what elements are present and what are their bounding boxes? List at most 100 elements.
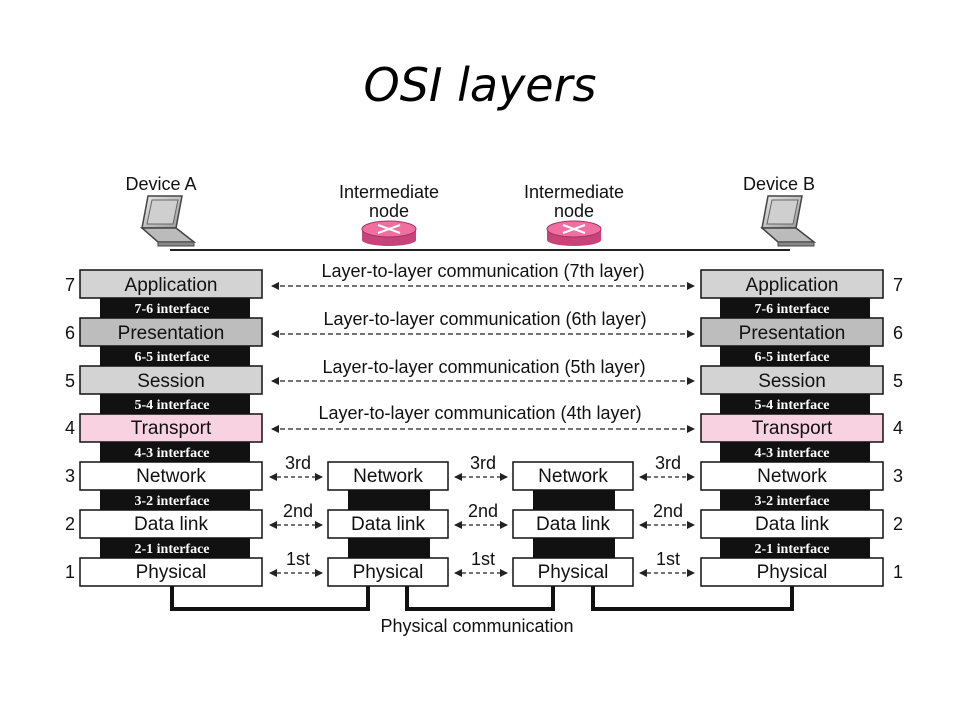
layer-name: Network [136, 466, 206, 487]
physical-link [405, 586, 555, 611]
interface-bar [100, 442, 250, 462]
layer-number: 1 [65, 562, 75, 582]
interface-label: 2-1 interface [754, 542, 829, 557]
device-a-laptop-icon [140, 195, 197, 247]
layer-number: 3 [65, 466, 75, 486]
layer-name: Physical [136, 562, 207, 583]
interface-label: 3-2 interface [134, 494, 209, 509]
page-title: OSI layers [363, 58, 597, 112]
layer-number: 1 [893, 562, 903, 582]
hop-label: 2nd [468, 501, 498, 521]
layer-name: Application [746, 275, 839, 296]
layer-name: Presentation [739, 323, 846, 344]
node-connector [348, 488, 430, 510]
layer-name: Data link [755, 514, 829, 535]
node-connector [533, 536, 615, 558]
node1-label-line2: node [369, 201, 409, 221]
layer-name: Transport [131, 418, 212, 439]
hop-label: 1st [286, 549, 310, 569]
interface-bar [720, 442, 870, 462]
layer-number: 6 [65, 323, 75, 343]
layer-number: 5 [893, 371, 903, 391]
hop-label: 2nd [283, 501, 313, 521]
interface-bar [100, 490, 250, 510]
router-icon [361, 220, 417, 246]
layer-number: 2 [893, 514, 903, 534]
layer-box-network-node1 [327, 461, 449, 491]
layer-box-network-b [700, 461, 884, 491]
layer-box-datalink-a [79, 509, 263, 539]
device-a-label: Device A [125, 174, 196, 194]
hop-label: 2nd [653, 501, 683, 521]
node-connector [348, 536, 430, 558]
interface-label: 2-1 interface [134, 542, 209, 557]
layer-box-network-node2 [512, 461, 634, 491]
layer-name: Physical [353, 562, 424, 583]
layer-number: 3 [893, 466, 903, 486]
hop-label: 1st [471, 549, 495, 569]
node2-label-line1: Intermediate [524, 182, 624, 202]
device-b-laptop-icon [760, 195, 817, 247]
layer-name: Physical [538, 562, 609, 583]
router-icon [546, 220, 602, 246]
layer-name: Data link [351, 514, 425, 535]
interface-bar [100, 346, 250, 366]
layer-number: 2 [65, 514, 75, 534]
layer-box-transport-a [79, 413, 263, 443]
interface-bar [720, 490, 870, 510]
hop-label: 3rd [655, 453, 681, 473]
hop-label: 3rd [285, 453, 311, 473]
layer-box-datalink-node1 [327, 509, 449, 539]
layer-name: Network [353, 466, 423, 487]
layer-name: Session [758, 371, 826, 392]
interface-label: 4-3 interface [134, 446, 209, 461]
layer-name: Data link [536, 514, 610, 535]
interface-label: 7-6 interface [754, 302, 829, 317]
interface-label: 3-2 interface [754, 494, 829, 509]
layer-name: Session [137, 371, 205, 392]
layer-name: Data link [134, 514, 208, 535]
communication-label: Layer-to-layer communication (7th layer) [321, 261, 644, 281]
interface-bar [100, 298, 250, 318]
layer-number: 4 [65, 418, 75, 438]
physical-link [591, 586, 794, 611]
hop-label: 3rd [470, 453, 496, 473]
interface-label: 7-6 interface [134, 302, 209, 317]
layer-box-physical-node1 [327, 557, 449, 587]
layer-name: Network [538, 466, 608, 487]
layer-number: 7 [65, 275, 75, 295]
device-b-label: Device B [743, 174, 815, 194]
layer-name: Presentation [118, 323, 225, 344]
communication-label: Layer-to-layer communication (6th layer) [323, 309, 646, 329]
layer-name: Application [125, 275, 218, 296]
layer-number: 7 [893, 275, 903, 295]
communication-label: Layer-to-layer communication (4th layer) [318, 403, 641, 423]
physical-link [170, 586, 370, 611]
interface-bar [720, 346, 870, 366]
layer-number: 6 [893, 323, 903, 343]
node1-label-line1: Intermediate [339, 182, 439, 202]
layer-name: Transport [752, 418, 833, 439]
layer-number: 5 [65, 371, 75, 391]
node-connector [533, 488, 615, 510]
interface-bar [720, 298, 870, 318]
layer-name: Network [757, 466, 827, 487]
layer-box-transport-b [700, 413, 884, 443]
layer-box-application-b [700, 269, 884, 299]
interface-bar [720, 538, 870, 558]
interface-bar [720, 394, 870, 414]
interface-bar [100, 394, 250, 414]
layer-box-physical-b [700, 557, 884, 587]
layer-box-network-a [79, 461, 263, 491]
interface-label: 6-5 interface [134, 350, 209, 365]
node2-label-line2: node [554, 201, 594, 221]
physical-communication-label: Physical communication [380, 616, 573, 636]
layer-box-datalink-node2 [512, 509, 634, 539]
layer-box-application-a [79, 269, 263, 299]
layer-box-datalink-b [700, 509, 884, 539]
interface-label: 5-4 interface [134, 398, 209, 413]
interface-bar [100, 538, 250, 558]
layer-number: 4 [893, 418, 903, 438]
layer-box-session-b [700, 365, 884, 395]
